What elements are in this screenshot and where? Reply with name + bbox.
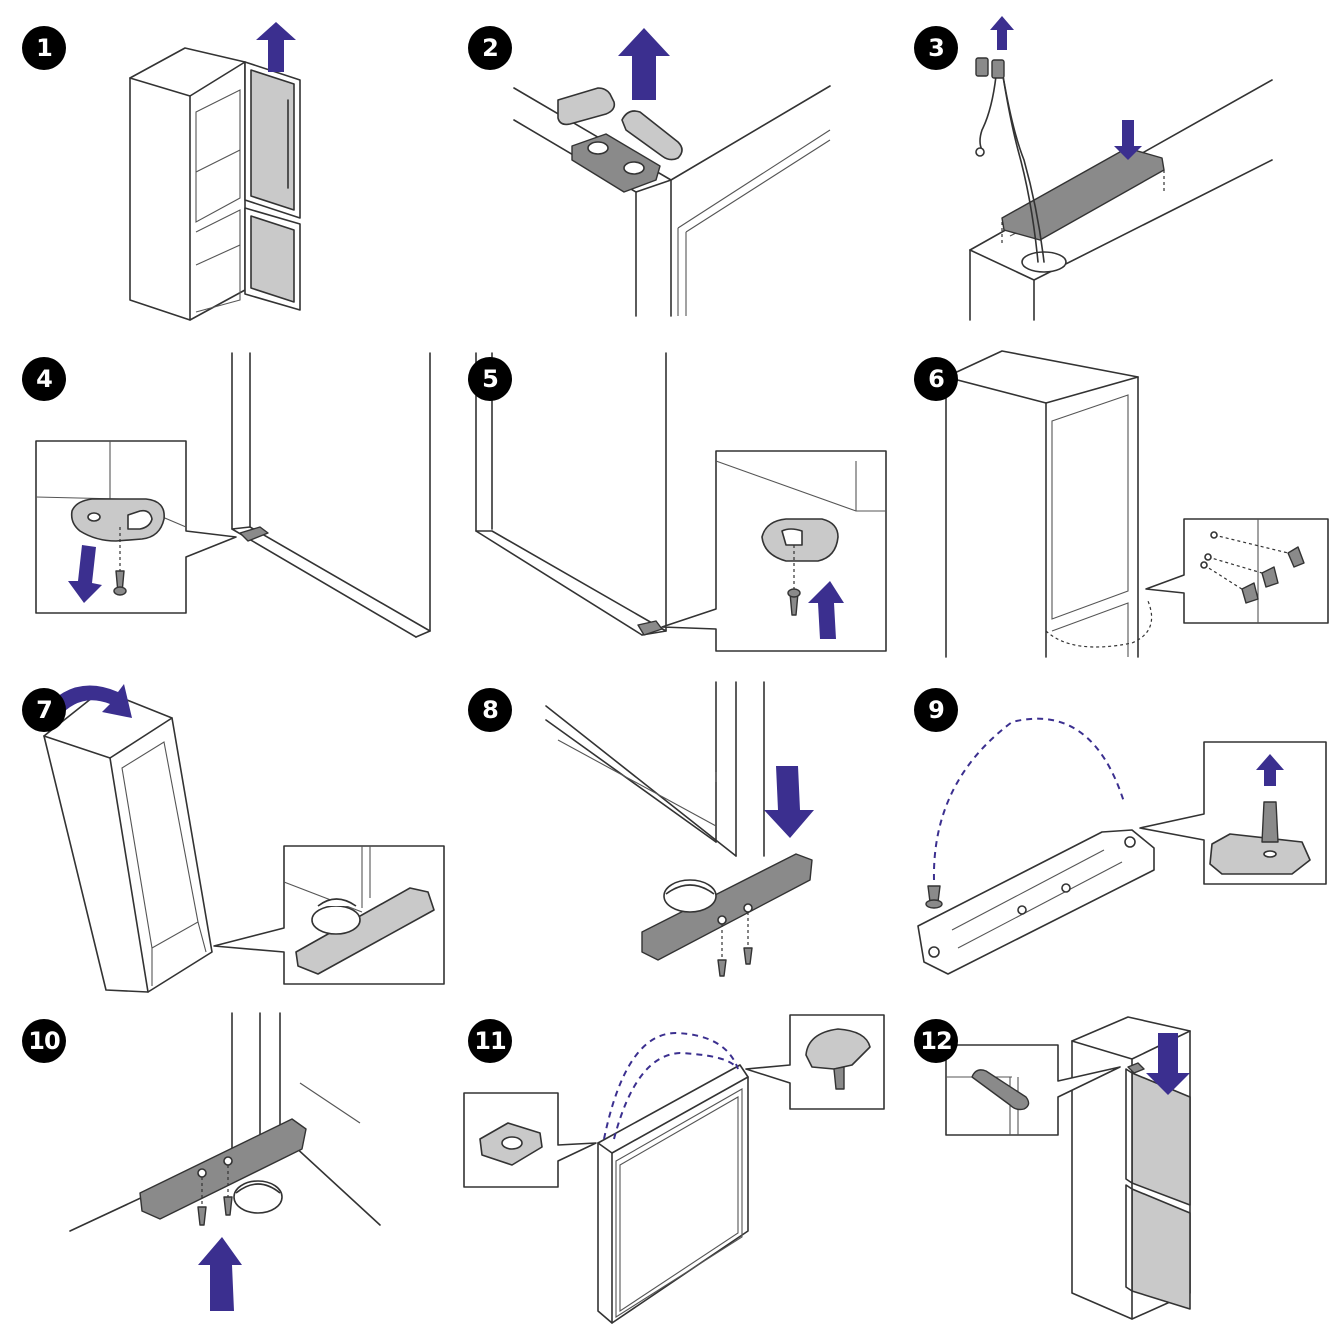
- step-12-badge: 12: [914, 1019, 958, 1063]
- arrow-up-icon: [808, 581, 844, 639]
- door-lower: [1125, 1184, 1191, 1310]
- step-3-badge: 3: [914, 26, 958, 70]
- step-11-badge: 11: [468, 1019, 512, 1063]
- callout-box: [1145, 518, 1329, 624]
- screw-icon: [1200, 531, 1218, 569]
- arrow-down-icon: [764, 766, 814, 838]
- arrow-up-icon: [618, 28, 670, 100]
- fridge-top: [969, 79, 1273, 321]
- door-upper: [1125, 1068, 1191, 1206]
- step-8-panel: 8: [446, 662, 891, 993]
- hinge-bracket: [139, 1118, 307, 1220]
- step-12-panel: 12: [892, 993, 1337, 1324]
- callout-box: [213, 845, 445, 985]
- screws: [717, 912, 753, 977]
- fridge-body: [129, 47, 246, 321]
- step-5-illustration: [475, 352, 887, 652]
- arrow-up-icon: [256, 22, 296, 72]
- step-6-badge: 6: [914, 357, 958, 401]
- step-6-illustration: [945, 350, 1329, 658]
- callout-box: [661, 450, 887, 652]
- step-5-badge: 5: [468, 357, 512, 401]
- step-4-illustration: [35, 352, 431, 638]
- fridge-bottom-corner: [545, 681, 765, 857]
- dashed-guides: [1001, 170, 1165, 244]
- step-8-illustration: [545, 681, 814, 977]
- step-2-illustration: [513, 28, 831, 317]
- step-2-panel: 2: [446, 0, 891, 331]
- step-10-illustration: [69, 1012, 381, 1311]
- arrow-up-icon: [1256, 754, 1284, 786]
- arrow-up-icon: [198, 1237, 242, 1311]
- callout-box-left: [463, 1092, 597, 1188]
- step-7-illustration: [40, 684, 445, 993]
- hinge-bracket: [571, 133, 661, 193]
- step-10-panel: 10: [0, 993, 445, 1324]
- step-7-panel: 7: [0, 662, 445, 993]
- door-panel: [597, 1064, 749, 1324]
- lower-door: [244, 207, 301, 311]
- step-5-panel: 5: [446, 331, 891, 662]
- hinge-cover: [557, 87, 616, 126]
- step-3-illustration: [969, 16, 1273, 321]
- callout-box-right: [745, 1014, 885, 1110]
- callout-box: [1139, 741, 1327, 885]
- step-11-panel: 11: [446, 993, 891, 1324]
- step-7-badge: 7: [22, 688, 66, 732]
- fridge-tilted: [43, 689, 213, 993]
- hinge-cam: [233, 1180, 283, 1214]
- upper-door: [244, 61, 301, 219]
- hinge-bracket: [917, 829, 1155, 975]
- step-2-badge: 2: [468, 26, 512, 70]
- callout-box: [35, 440, 237, 614]
- fridge-side-view: [231, 352, 431, 638]
- step-1-illustration: [129, 22, 301, 321]
- hinge-bracket: [641, 853, 813, 961]
- fridge-body: [945, 350, 1139, 658]
- arrow-up-icon: [990, 16, 1014, 50]
- fridge-top-corner: [513, 85, 831, 317]
- wire-harness: [975, 57, 1045, 263]
- step-8-badge: 8: [468, 688, 512, 732]
- step-9-illustration: [917, 717, 1327, 975]
- hinge-point: [239, 526, 269, 542]
- callout-box: [945, 1044, 1121, 1136]
- dashed-arc-icon: [603, 1031, 739, 1140]
- step-1-badge: 1: [22, 26, 66, 70]
- step-9-panel: 9: [892, 662, 1337, 993]
- arrow-down-icon: [1114, 120, 1142, 160]
- hinge-pin: [925, 885, 943, 909]
- step-4-badge: 4: [22, 357, 66, 401]
- step-12-illustration: [945, 1016, 1191, 1320]
- step-3-panel: 3: [892, 0, 1337, 331]
- dashed-arc-icon: [932, 717, 1125, 881]
- hinge-cap: [621, 110, 683, 161]
- arrow-down-icon: [68, 545, 102, 603]
- step-10-badge: 10: [22, 1019, 66, 1063]
- step-1-panel: 1: [0, 0, 445, 331]
- dashed-highlight: [1045, 600, 1153, 648]
- step-11-illustration: [463, 1014, 885, 1324]
- step-6-panel: 6: [892, 331, 1337, 662]
- hinge-point: [637, 620, 663, 636]
- arrow-down-icon: [1146, 1033, 1190, 1095]
- step-4-panel: 4: [0, 331, 445, 662]
- screws: [197, 1165, 233, 1226]
- step-9-badge: 9: [914, 688, 958, 732]
- hinge-top: [1127, 1062, 1145, 1074]
